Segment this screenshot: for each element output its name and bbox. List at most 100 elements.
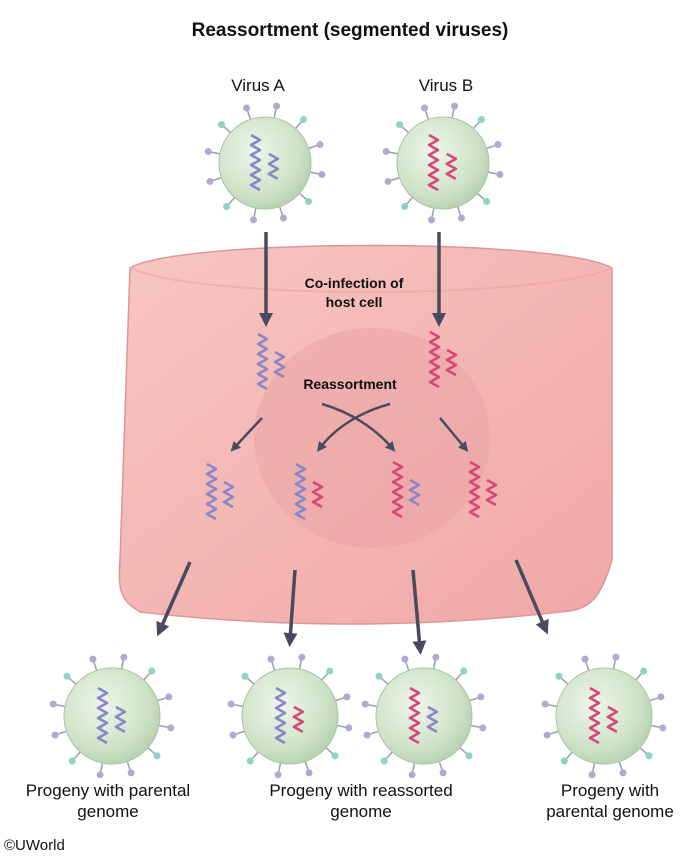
neuraminidase-spike xyxy=(380,757,388,765)
hemagglutinin-spike xyxy=(274,771,282,779)
hemagglutinin-spike xyxy=(657,693,665,701)
hemagglutinin-spike xyxy=(451,102,459,110)
copyright-notice: ©UWorld xyxy=(4,837,65,854)
hemagglutinin-spike xyxy=(51,731,59,739)
rna-segment-short xyxy=(485,478,498,507)
progeny-virion-reassorted-1 xyxy=(227,653,353,779)
neuraminidase-spike xyxy=(460,667,468,675)
virion-genome xyxy=(588,686,619,745)
neuraminidase-spike xyxy=(304,197,312,205)
hemagglutinin-spike xyxy=(305,769,313,777)
neuraminidase-spike xyxy=(223,202,231,210)
progeny-parental-a-label: Progeny with parental genome xyxy=(8,780,208,822)
virus-b-genome-in-cell xyxy=(428,330,458,389)
virion-genome xyxy=(96,686,127,745)
hemagglutinin-spike xyxy=(659,724,667,732)
hemagglutinin-spike xyxy=(496,171,504,179)
hemagglutinin-spike xyxy=(49,700,57,708)
hemagglutinin-spike xyxy=(227,700,235,708)
hemagglutinin-spike xyxy=(243,104,251,112)
rna-segment-long xyxy=(408,686,421,745)
progeny-virion-parental-b xyxy=(541,653,667,779)
progeny-parental-a-line2: genome xyxy=(77,802,139,821)
neuraminidase-spike xyxy=(477,116,485,124)
progeny-reassorted-line1: Progeny with reassorted xyxy=(269,781,453,800)
neuraminidase-spike xyxy=(153,752,161,760)
rna-segment-short xyxy=(267,152,280,181)
virion-envelope xyxy=(375,667,473,765)
hemagglutinin-spike xyxy=(401,655,409,663)
virion-envelope xyxy=(218,116,312,210)
hemagglutinin-spike xyxy=(120,653,128,661)
neuraminidase-spike xyxy=(375,672,383,680)
reassortment-label: Reassortment xyxy=(303,376,397,392)
progeny-parental-b-label: Progeny with parental genome xyxy=(530,780,690,822)
coinfection-label: Co-infection of host cell xyxy=(284,274,424,312)
rna-segment-long xyxy=(205,462,218,521)
neuraminidase-spike xyxy=(560,757,568,765)
neuraminidase-spike xyxy=(640,667,648,675)
virus-b-virion xyxy=(382,102,504,224)
rna-segment-long xyxy=(256,332,269,391)
hemagglutinin-spike xyxy=(96,771,104,779)
neuraminidase-spike xyxy=(331,752,339,760)
neuraminidase-spike xyxy=(401,202,409,210)
neuraminidase-spike xyxy=(63,672,71,680)
rna-segment-short xyxy=(114,705,127,734)
hemagglutinin-spike xyxy=(612,653,620,661)
hemagglutinin-spike xyxy=(432,653,440,661)
hemagglutinin-spike xyxy=(279,214,287,222)
virus-b-label: Virus B xyxy=(418,76,474,95)
hemagglutinin-spike xyxy=(457,214,465,222)
exit-arrows xyxy=(156,559,549,655)
neuraminidase-spike xyxy=(246,757,254,765)
hemagglutinin-spike xyxy=(543,731,551,739)
virion-envelope xyxy=(63,667,161,765)
hemagglutinin-spike xyxy=(427,216,435,224)
hemagglutinin-spike xyxy=(249,216,257,224)
neuraminidase-spike xyxy=(148,667,156,675)
genome-reassorted-2 xyxy=(391,460,421,519)
rna-segment-short xyxy=(426,705,439,734)
neuraminidase-spike xyxy=(482,197,490,205)
hemagglutinin-spike xyxy=(343,693,351,701)
hemagglutinin-spike xyxy=(167,724,175,732)
rna-segment-long xyxy=(249,133,262,192)
hemagglutinin-spike xyxy=(298,653,306,661)
diagram-title: Reassortment (segmented viruses) xyxy=(191,20,509,41)
virion-envelope xyxy=(396,116,490,210)
virion-envelope xyxy=(241,667,339,765)
hemagglutinin-spike xyxy=(89,655,97,663)
neuraminidase-spike xyxy=(465,752,473,760)
coinfection-label-line1: Co-infection of xyxy=(304,275,404,291)
hemagglutinin-spike xyxy=(541,700,549,708)
hemagglutinin-spike xyxy=(477,693,485,701)
hemagglutinin-spike xyxy=(619,769,627,777)
virion-genome xyxy=(274,686,305,745)
neuraminidase-spike xyxy=(396,121,404,129)
coinfection-label-line2: host cell xyxy=(325,294,383,310)
hemagglutinin-spike xyxy=(345,724,353,732)
hemagglutinin-spike xyxy=(421,104,429,112)
rna-segment-short xyxy=(408,478,421,507)
progeny-parental-b-line1: Progeny with xyxy=(560,781,660,800)
hemagglutinin-spike xyxy=(127,769,135,777)
rna-segment-long xyxy=(294,462,307,521)
hemagglutinin-spike xyxy=(408,771,416,779)
hemagglutinin-spike xyxy=(318,171,326,179)
virion-genome xyxy=(408,686,439,745)
hemagglutinin-spike xyxy=(581,655,589,663)
neuraminidase-spike xyxy=(645,752,653,760)
rna-segment-short xyxy=(606,705,619,734)
hemagglutinin-spike xyxy=(267,655,275,663)
hemagglutinin-spike xyxy=(479,724,487,732)
progeny-virion-parental-a xyxy=(49,653,175,779)
progeny-parental-b-line2: parental genome xyxy=(546,802,674,821)
neuraminidase-spike xyxy=(68,757,76,765)
progeny-virion-reassorted-2 xyxy=(361,653,487,779)
virus-a-label: Virus A xyxy=(231,76,285,95)
hemagglutinin-spike xyxy=(273,102,281,110)
progeny-parental-a-line1: Progeny with parental xyxy=(25,781,191,800)
neuraminidase-spike xyxy=(555,672,563,680)
